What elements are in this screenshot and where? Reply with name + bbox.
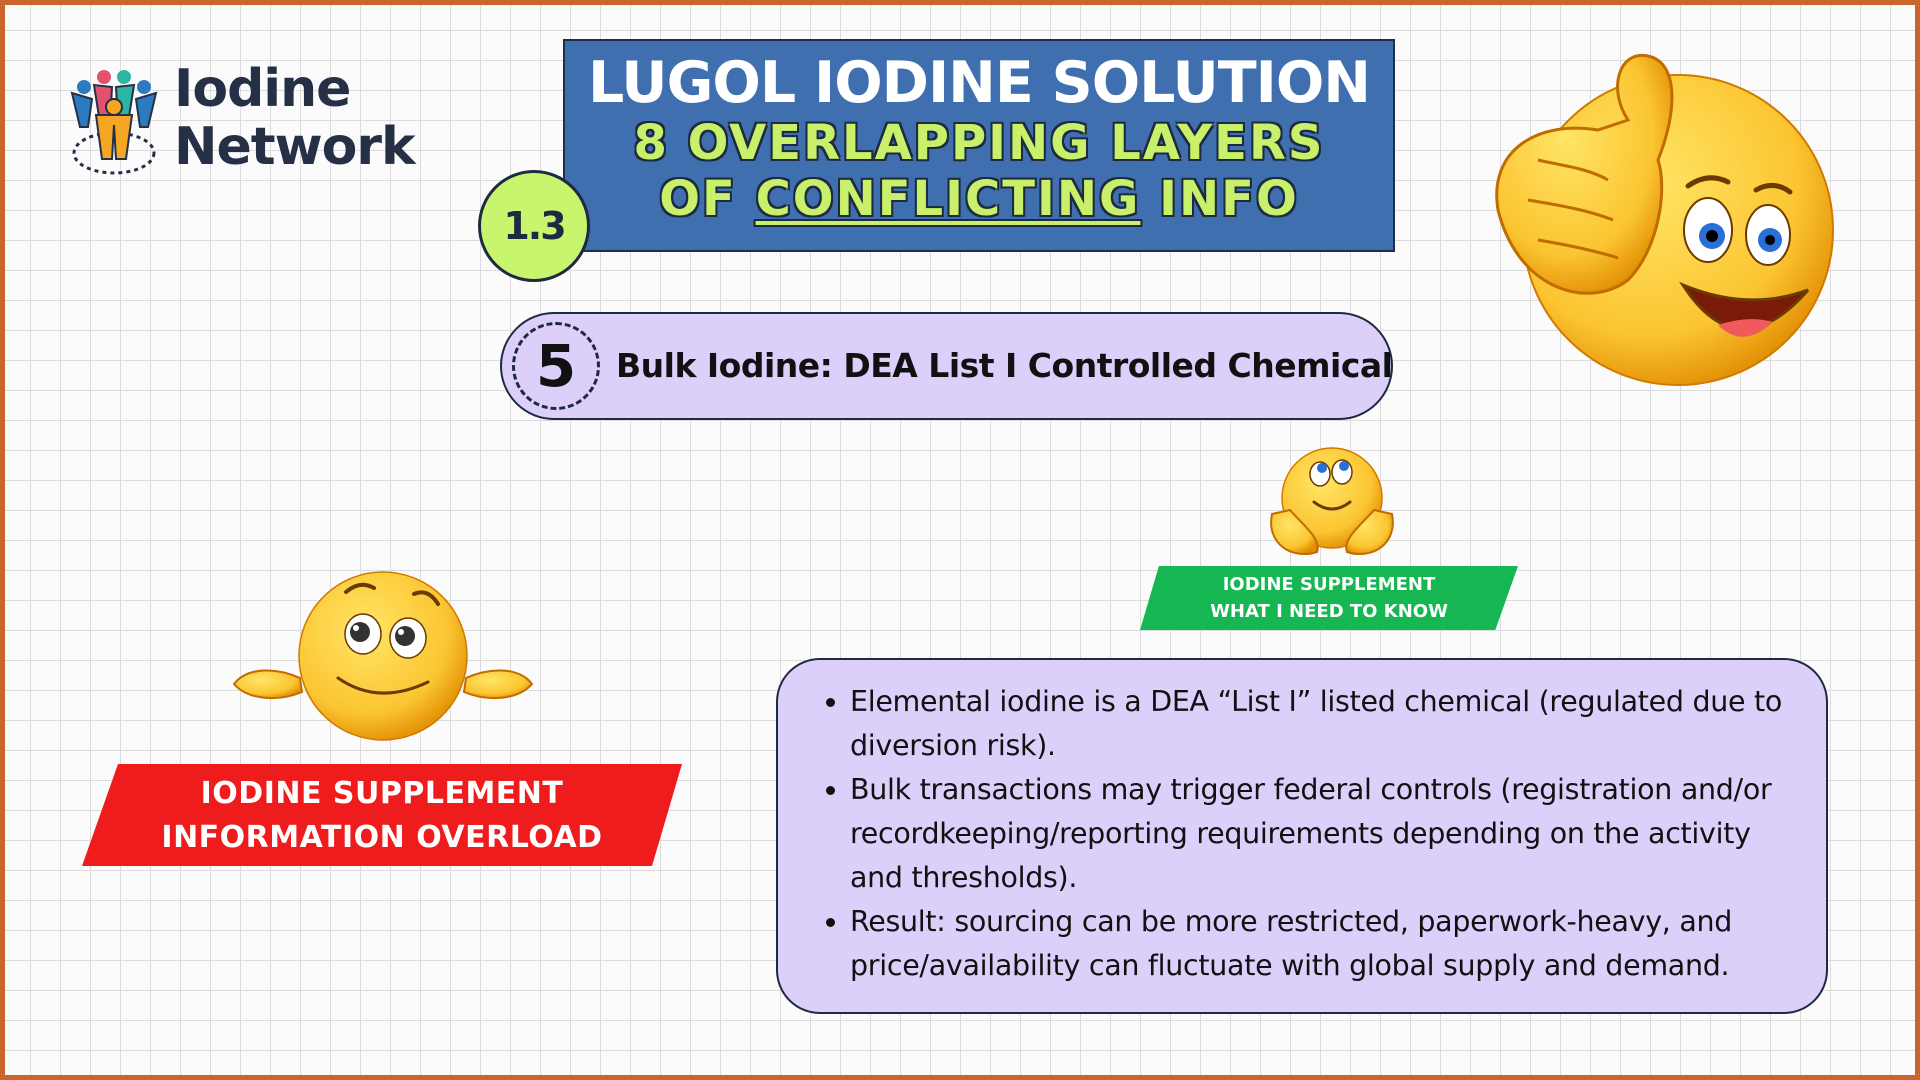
information-overload-tag: IODINE SUPPLEMENT INFORMATION OVERLOAD	[82, 764, 682, 866]
layer-number: 5	[512, 322, 600, 410]
layer-heading: 5 Bulk Iodine: DEA List I Controlled Che…	[500, 312, 1393, 420]
title-subline-2-post: INFO	[1140, 171, 1299, 227]
bullet-item: Elemental iodine is a DEA “List I” liste…	[850, 680, 1804, 768]
info-panel: Elemental iodine is a DEA “List I” liste…	[776, 658, 1828, 1014]
what-to-know-tag: IODINE SUPPLEMENT WHAT I NEED TO KNOW	[1140, 566, 1518, 630]
title-banner: LUGOL IODINE SOLUTION 8 OVERLAPPING LAYE…	[563, 39, 1395, 252]
shrug-emoji	[232, 571, 534, 741]
page-title: LUGOL IODINE SOLUTION	[588, 50, 1371, 116]
green-tag-line-1: IODINE SUPPLEMENT	[1222, 574, 1436, 595]
red-tag-line-2: INFORMATION OVERLOAD	[161, 820, 603, 855]
logo-line-1: Iodine	[174, 59, 351, 119]
title-subline-2: OF CONFLICTING INFO	[565, 171, 1393, 227]
green-tag-line-2: WHAT I NEED TO KNOW	[1210, 601, 1448, 622]
title-subline-2-pre: OF	[659, 171, 756, 227]
red-tag-line-1: IODINE SUPPLEMENT	[200, 776, 564, 811]
thumbs-up-emoji	[1495, 53, 1834, 386]
logo-line-2: Network	[174, 117, 416, 177]
bullet-list: Elemental iodine is a DEA “List I” liste…	[830, 680, 1804, 988]
bullet-item: Result: sourcing can be more restricted,…	[850, 900, 1804, 988]
logo-wordmark: Iodine Network	[174, 59, 416, 177]
thinking-emoji	[1270, 447, 1394, 555]
people-network-icon	[70, 70, 158, 175]
layer-title: Bulk Iodine: DEA List I Controlled Chemi…	[616, 346, 1393, 385]
title-underlined-word: CONFLICTING	[755, 171, 1141, 227]
bullet-item: Bulk transactions may trigger federal co…	[850, 768, 1804, 900]
iodine-network-logo[interactable]: Iodine Network	[66, 60, 426, 190]
section-badge: 1.3	[478, 170, 590, 282]
title-subline-1: 8 OVERLAPPING LAYERS	[633, 115, 1325, 171]
